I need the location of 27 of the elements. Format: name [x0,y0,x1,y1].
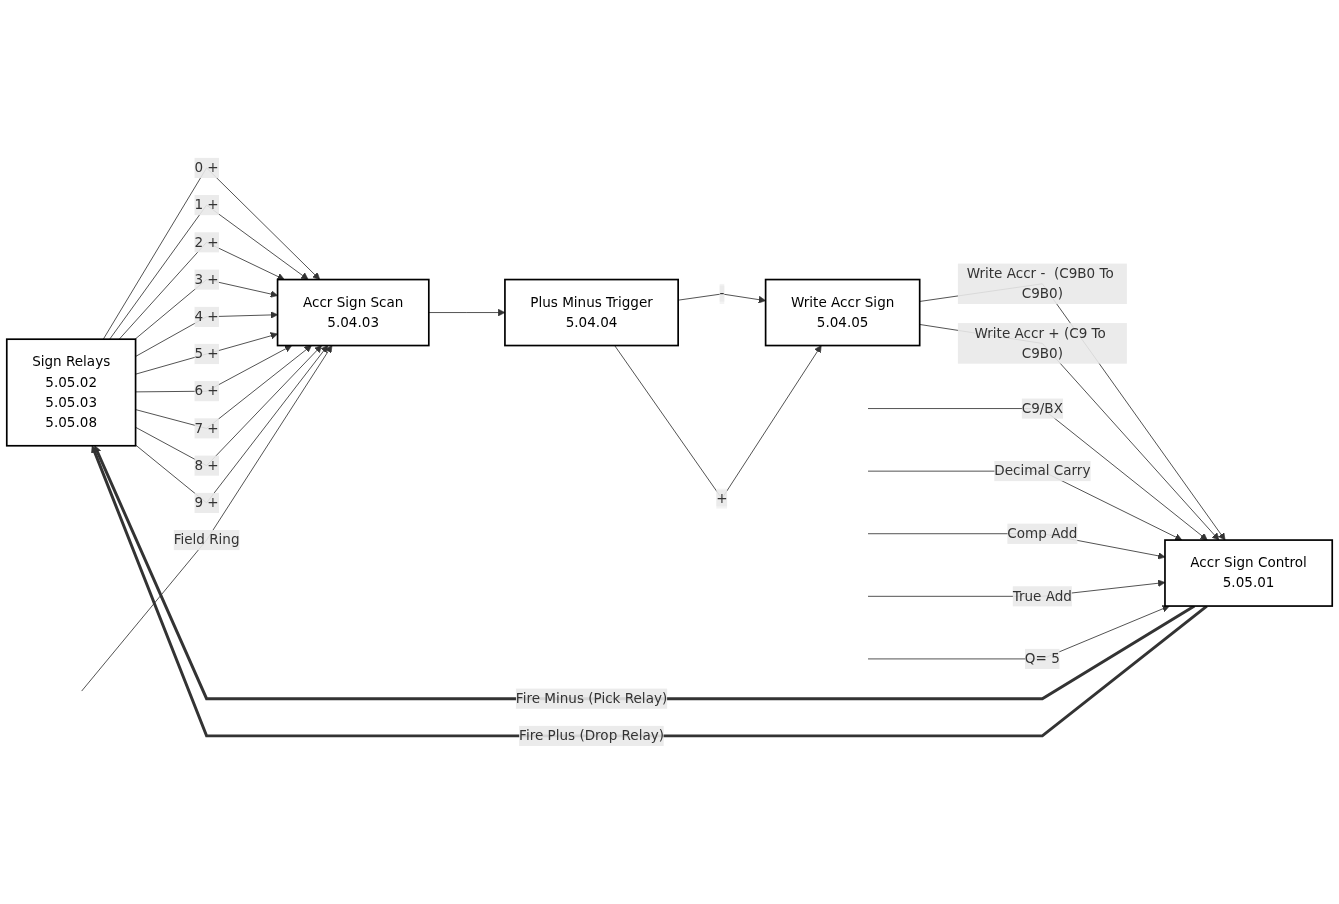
edge-label: Fire Minus (Pick Relay) [515,688,668,709]
edge-label: 7 + [194,418,219,439]
edge-label: 8 + [194,455,219,476]
process-box: Accr Sign Control 5.05.01 [1164,539,1334,607]
edge-label: Decimal Carry [994,461,1091,482]
edge-label: Q= 5 [1024,648,1060,670]
edge-label: Field Ring [173,530,240,551]
process-box: Plus Minus Trigger 5.04.04 [504,278,679,347]
edge-label: Fire Plus (Drop Relay) [519,725,664,747]
process-box: Write Accr Sign 5.04.05 [764,278,921,347]
edge-label: + [716,488,728,509]
edge-label: 0 + [194,157,219,179]
edge-label: 9 + [194,492,219,514]
edge-label: Comp Add [1007,523,1078,544]
edge-label: 3 + [194,269,219,290]
edge-label: 4 + [194,306,219,327]
edge-label: Write Accr - (C9B0 To C9B0) [957,263,1127,305]
edge-label: 6 + [194,381,219,402]
edge-label: 5 + [194,343,219,365]
edge-label: - [719,283,725,305]
edge-label: 1 + [194,195,219,216]
edge-label: 2 + [194,232,219,253]
edge-label: Write Accr + (C9 To C9B0) [957,323,1127,364]
edge-label: True Add [1012,586,1072,607]
process-box: Sign Relays 5.05.02 5.05.03 5.05.08 [5,338,137,447]
process-box: Accr Sign Scan 5.04.03 [276,278,430,347]
edge-label: C9/BX [1021,398,1063,419]
